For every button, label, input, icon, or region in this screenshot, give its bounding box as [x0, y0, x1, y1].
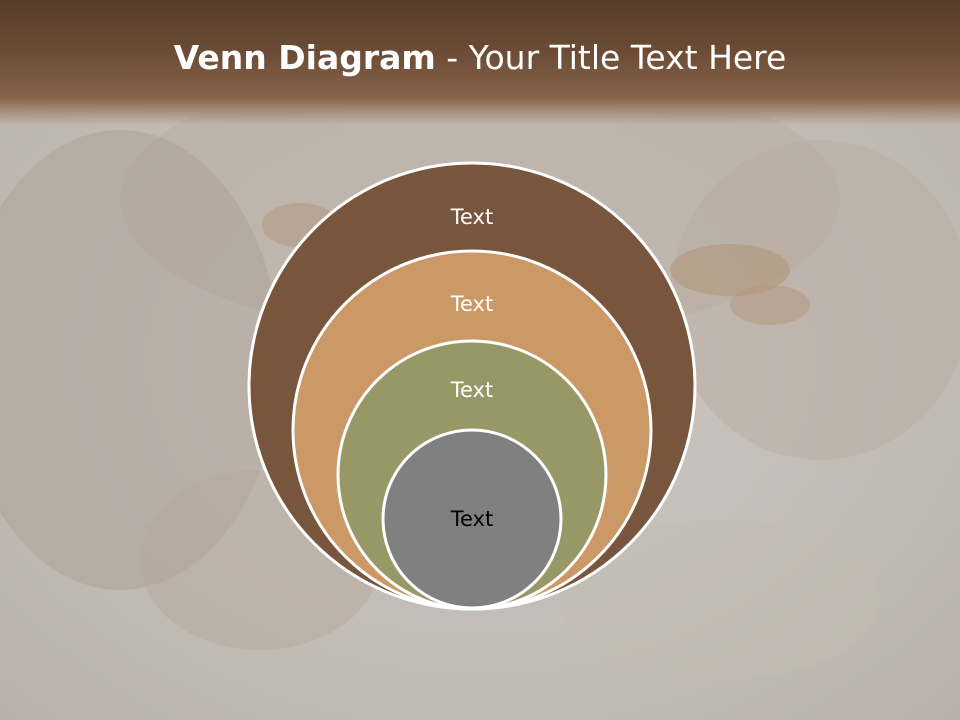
venn-ring-4: [381, 428, 563, 610]
venn-ring-3-label: Text: [450, 378, 493, 402]
slide-title-rest: - Your Title Text Here: [435, 38, 787, 77]
venn-ring-4-label: Text: [450, 507, 493, 531]
venn-ring-1-label: Text: [450, 205, 493, 229]
title-bar: [0, 0, 960, 125]
slide-title-bold: Venn Diagram: [173, 38, 436, 77]
slide-title: Venn Diagram - Your Title Text Here: [0, 38, 960, 77]
venn-ring-2-label: Text: [450, 292, 493, 316]
